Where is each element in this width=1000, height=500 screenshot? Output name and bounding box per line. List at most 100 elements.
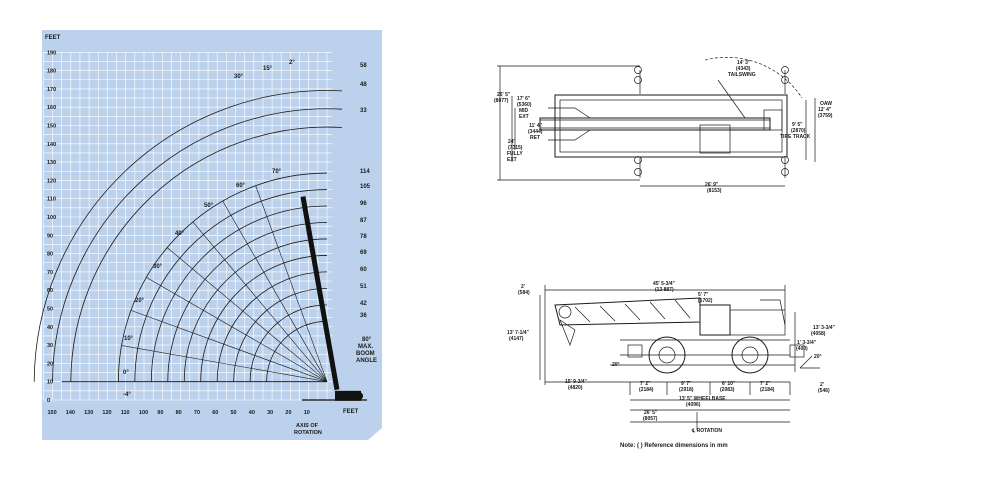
side-dim-label: 45' 5-3/4" (653, 281, 676, 287)
x-tick-label: 80 (176, 410, 182, 416)
x-tick-label: 140 (66, 410, 75, 416)
top-dim-label: 26' 5" (497, 92, 511, 98)
x-tick-label: 60 (212, 410, 218, 416)
side-view (539, 285, 820, 430)
angle-label: 40° (175, 231, 185, 237)
side-dim-label: 2' (521, 284, 525, 290)
top-dim-label: OAW (820, 101, 832, 107)
boom-length-label: 51 (360, 284, 367, 290)
top-dim-label: EXT (507, 157, 517, 163)
x-tick-label: 120 (102, 410, 111, 416)
reference-note: Note: ( ) Reference dimensions in mm (620, 443, 728, 449)
x-axis-ticks: 150 140 130 120 110 100 90 80 70 60 50 40 30 20 10 (48, 410, 310, 416)
y-tick-label: 10 (47, 380, 53, 386)
side-dim-label: (1702) (698, 298, 713, 304)
side-dim-label: 9' 7" (681, 381, 692, 387)
side-dim-label: (2184) (760, 387, 775, 393)
y-tick-label: 190 (47, 50, 56, 56)
side-dim-label: 13' 5" WHEELBASE (679, 396, 726, 402)
top-dim-label: EXT (519, 114, 529, 120)
side-dim-label: 7' 2" (760, 381, 771, 387)
x-tick-label: 130 (84, 410, 93, 416)
max-angle-label-4: ANGLE (356, 358, 377, 364)
y-tick-label: 80 (47, 252, 53, 258)
side-dim-label: 2' (820, 382, 824, 388)
angle-label: 2° (289, 60, 295, 66)
boom-length-label: 114 (360, 169, 370, 175)
y-axis-unit-label: FEET (45, 35, 61, 41)
boom-length-label: 33 (360, 108, 367, 114)
boom-length-label: 87 (360, 218, 367, 224)
x-tick-label: 20 (285, 410, 291, 416)
top-dim-label: (2870) (791, 128, 806, 134)
side-dim-label: 15' 9-3/4" (565, 379, 588, 385)
top-dim-label: 14' 3" (737, 60, 751, 66)
side-dim-label: (2918) (679, 387, 694, 393)
range-diagram: FEET FEET 190180170160150140130120110100… (33, 30, 382, 440)
y-tick-label: 40 (47, 325, 53, 331)
boom-length-label: 58 (360, 63, 367, 69)
boom-length-label: 96 (360, 201, 367, 207)
y-tick-label: 100 (47, 215, 56, 221)
top-dim-label: 11' 4" (529, 123, 543, 129)
boom-length-label: 69 (360, 250, 367, 256)
top-dim-label: 17' 6" (517, 96, 531, 102)
y-tick-label: 60 (47, 288, 53, 294)
x-tick-label: 10 (304, 410, 310, 416)
y-tick-label: 50 (47, 307, 53, 313)
side-dim-label: 26' 5" (644, 410, 658, 416)
angle-label: 20° (135, 298, 145, 304)
angle-label: 70° (272, 169, 282, 175)
x-tick-label: 150 (48, 410, 57, 416)
x-tick-label: 90 (157, 410, 163, 416)
side-dim-label: (4058) (811, 331, 826, 337)
top-view (497, 56, 816, 187)
y-tick-label: 140 (47, 142, 56, 148)
side-dim-label: (13 887) (655, 287, 674, 293)
top-dim-label: TIRE TRACK (780, 134, 811, 140)
x-tick-label: 50 (231, 410, 237, 416)
y-tick-label: 30 (47, 343, 53, 349)
max-angle-label-2: MAX. (358, 344, 373, 350)
side-dim-label: (8057) (643, 416, 658, 422)
boom-length-label: 48 (360, 82, 367, 88)
x-tick-label: 30 (267, 410, 273, 416)
top-dim-label: (8077) (494, 98, 509, 104)
crane-silhouette (300, 196, 367, 401)
angle-label: 0° (123, 370, 129, 376)
y-tick-label: 0 (47, 398, 50, 404)
top-dim-label: MID (519, 108, 529, 114)
side-dim-label: 13' 3-3/4" (813, 325, 836, 331)
y-tick-label: 160 (47, 105, 56, 111)
side-dim-label: 5' 7" (698, 292, 709, 298)
angle-label: -4° (123, 392, 131, 398)
side-view-dim-labels: 2'(584)45' 5-3/4"(13 887)5' 7"(1702)13' … (507, 281, 836, 434)
y-tick-label: 180 (47, 69, 56, 75)
top-dim-label: (3759) (818, 113, 833, 119)
y-tick-label: 110 (47, 197, 56, 203)
x-tick-label: 100 (139, 410, 148, 416)
boom-length-label: 105 (360, 184, 371, 190)
angle-label: 10° (124, 336, 134, 342)
top-dim-label: 24' (508, 139, 515, 145)
top-dim-label: (3444) (528, 129, 543, 135)
angle-labels: 2°15°30°70°60°50°40°30°20°10°0°-4° (123, 60, 295, 398)
side-dim-label: 1' 3-3/4" (797, 340, 817, 346)
y-tick-label: 130 (47, 160, 56, 166)
top-dim-label: (4343) (736, 66, 751, 72)
top-dim-label: RET (530, 135, 540, 141)
x-tick-label: 40 (249, 410, 255, 416)
radius-curves (33, 90, 343, 383)
side-dim-label: (4820) (568, 385, 583, 391)
y-tick-label: 70 (47, 270, 53, 276)
boom-length-label: 42 (360, 301, 367, 307)
side-dim-label: 6' 10" (722, 381, 736, 387)
side-dim-label: (546) (818, 388, 830, 394)
side-dim-label: 20° (814, 354, 822, 360)
top-dim-label: FULLY (507, 151, 523, 157)
angle-label: 15° (263, 66, 273, 72)
y-tick-label: 170 (47, 87, 56, 93)
x-tick-label: 110 (121, 410, 130, 416)
x-tick-label: 70 (194, 410, 200, 416)
